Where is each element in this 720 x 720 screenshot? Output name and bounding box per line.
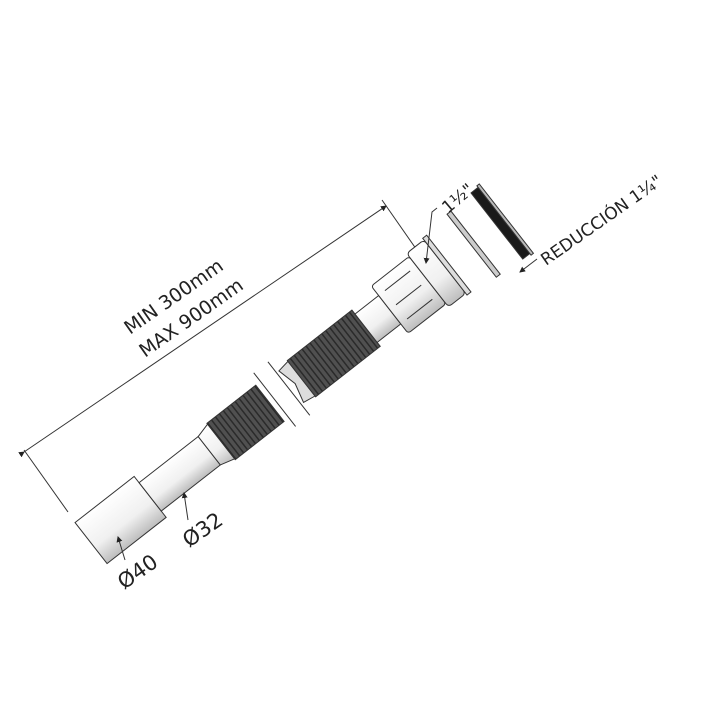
reduction-label: REDUCCIÓN 1¼"	[536, 170, 666, 270]
leader-lines	[116, 207, 538, 561]
nut-flange	[422, 234, 472, 296]
thread-size-label: 1½"	[438, 180, 478, 218]
break-mark-left	[253, 372, 296, 427]
diameter-32-label: Ø32	[178, 508, 227, 552]
corrugated-hose-left	[206, 384, 285, 461]
hose-end-cut	[278, 360, 316, 404]
washer	[446, 210, 501, 278]
break-mark-right	[267, 361, 311, 416]
diameter-40-label: Ø40	[113, 550, 162, 594]
